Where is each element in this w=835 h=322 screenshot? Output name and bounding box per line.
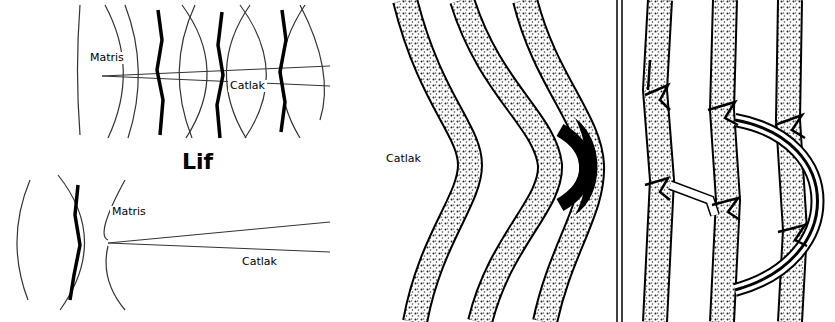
fiber-lines: [157, 10, 286, 138]
crack-label: Catlak: [384, 153, 423, 165]
crack-lines: [108, 222, 330, 252]
fiber-label: Lif: [180, 150, 215, 174]
crack-lines: [645, 60, 807, 246]
matrix-label: Matris: [110, 206, 148, 218]
matrix-label: Matris: [88, 52, 126, 64]
crack-crescent: [560, 130, 586, 205]
crack-label: Catlak: [240, 256, 279, 268]
crack-lines: [102, 66, 330, 86]
crack-label: Catlak: [228, 80, 267, 92]
fiber-line: [70, 185, 80, 300]
bridging-fibers: [405, 0, 592, 322]
divider-lines: [617, 0, 622, 322]
broken-fibers: [655, 0, 818, 322]
